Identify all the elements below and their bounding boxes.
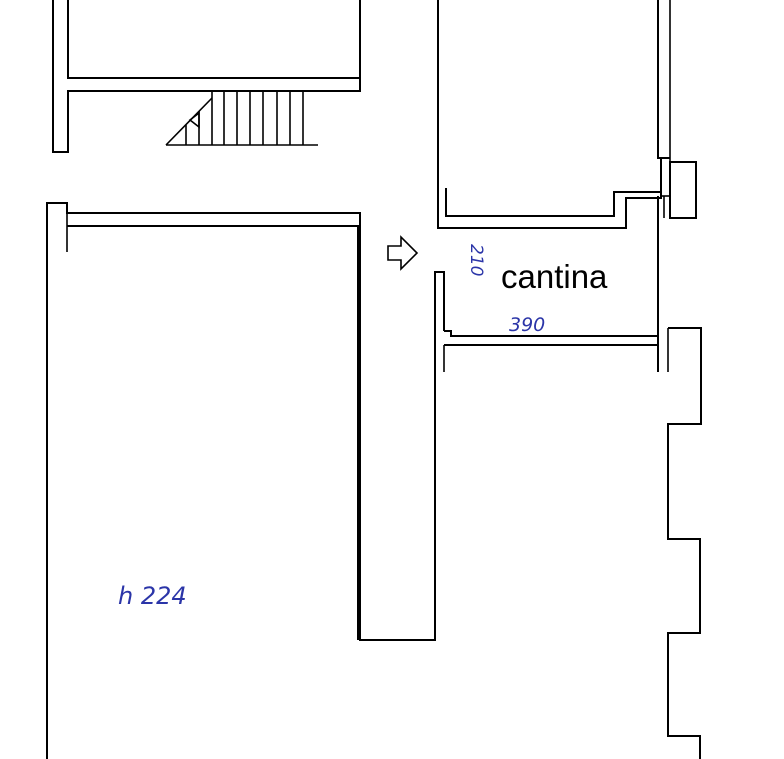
large-room-walls xyxy=(46,202,445,759)
room-height-annotation: h 224 xyxy=(118,582,187,610)
staircase-icon xyxy=(165,91,318,146)
duct-box xyxy=(660,161,697,219)
arrow-right-icon xyxy=(387,235,419,271)
upper-left-room-walls xyxy=(52,0,361,153)
cellar-label: cantina xyxy=(501,258,608,295)
upper-right-room-walls xyxy=(437,0,671,229)
cellar-walls xyxy=(443,196,669,372)
cellar-depth-annotation: 210 xyxy=(466,244,486,277)
arrow-left-icon xyxy=(188,111,200,129)
right-exterior-wall xyxy=(667,327,702,759)
cellar-width-annotation: 390 xyxy=(509,314,546,336)
